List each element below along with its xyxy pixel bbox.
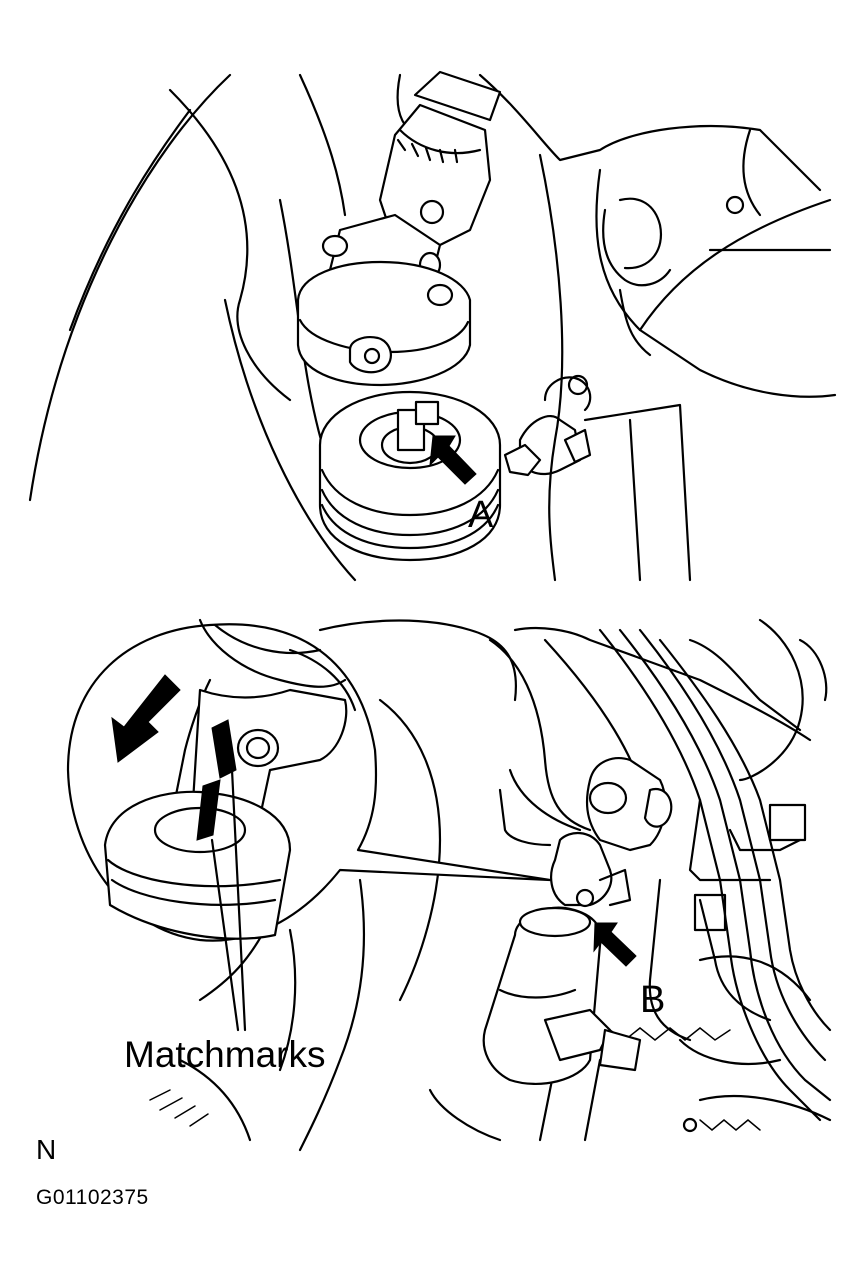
arrow-b-icon — [593, 922, 637, 967]
bottom-view-illustration — [66, 618, 832, 1152]
figure-id: G01102375 — [36, 1186, 149, 1209]
arrow-a-icon — [429, 435, 477, 485]
matchmark-lower — [196, 779, 221, 841]
label-b: B — [640, 979, 666, 1021]
down-left-arrow-icon — [111, 674, 181, 763]
label-n: N — [36, 1134, 57, 1165]
top-view-illustration — [28, 70, 837, 582]
matchmarks-leader — [210, 768, 247, 1032]
label-a: A — [468, 494, 494, 536]
matchmarks-label: Matchmarks — [124, 1034, 326, 1075]
matchmark-upper — [211, 719, 237, 779]
